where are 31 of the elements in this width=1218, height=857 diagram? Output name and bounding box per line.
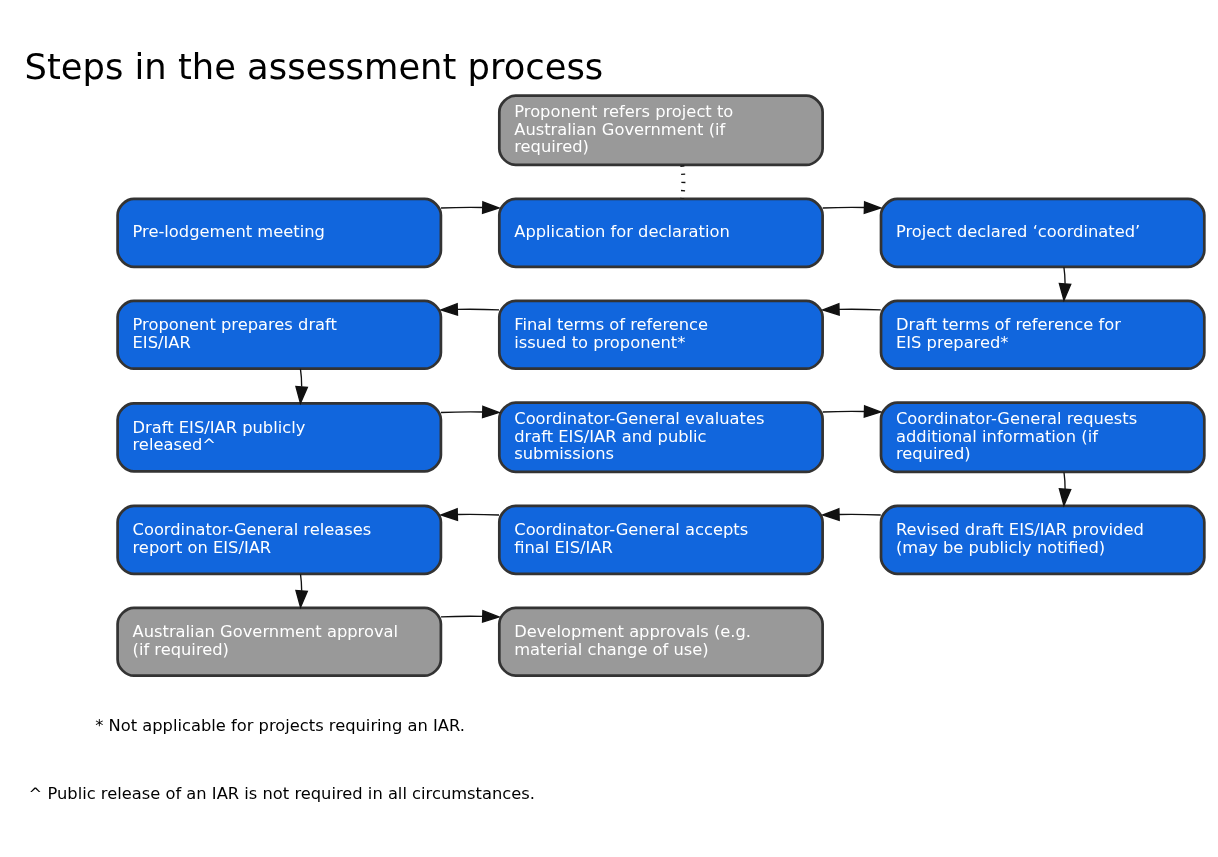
node-box: Australian Government approval (if required): [116, 606, 443, 678]
node-box: Draft EIS/IAR publicly released^: [116, 402, 443, 473]
node-box: Development approvals (e.g. material change of use): [497, 606, 824, 678]
node-box: Project declared ‘coordinated’: [879, 197, 1206, 269]
node-box: Pre-lodgement meeting: [116, 197, 443, 269]
node-box: Final terms of reference issued to proponent*: [497, 299, 824, 371]
diagram-title: Steps in the assessment process: [24, 46, 604, 88]
arrow: [295, 573, 309, 610]
arrow: [440, 609, 502, 624]
arrow: [438, 302, 500, 317]
node-box: Application for declaration: [497, 197, 824, 269]
arrow: [1058, 471, 1072, 508]
node-box: Draft terms of reference for EIS prepared*: [879, 299, 1206, 371]
connector: [680, 165, 686, 199]
arrow: [822, 404, 883, 419]
node-box: Coordinator-General requests additional information (if required): [879, 401, 1206, 474]
node-box: Coordinator-General accepts final EIS/IAR: [497, 504, 824, 576]
node-box: Coordinator-General releases report on EIS/IAR: [116, 504, 443, 576]
node-box: Proponent refers project to Australian Government (if required): [497, 94, 824, 167]
label: ^ Public release of an IAR is not required in all circumstances.: [28, 783, 535, 803]
node-box: Revised draft EIS/IAR provided (may be publicly notified): [879, 504, 1206, 576]
node-box: Coordinator-General evaluates draft EIS/IAR and public submissions: [497, 401, 824, 474]
arrow: [440, 405, 502, 419]
arrow: [438, 507, 500, 522]
arrow: [440, 200, 502, 215]
arrow: [820, 302, 882, 317]
node-box: Proponent prepares draft EIS/IAR: [116, 299, 443, 371]
arrow: [1058, 266, 1072, 303]
arrow: [822, 200, 883, 215]
arrow: [820, 507, 882, 522]
label: * Not applicable for projects requiring an IAR.: [95, 715, 465, 735]
